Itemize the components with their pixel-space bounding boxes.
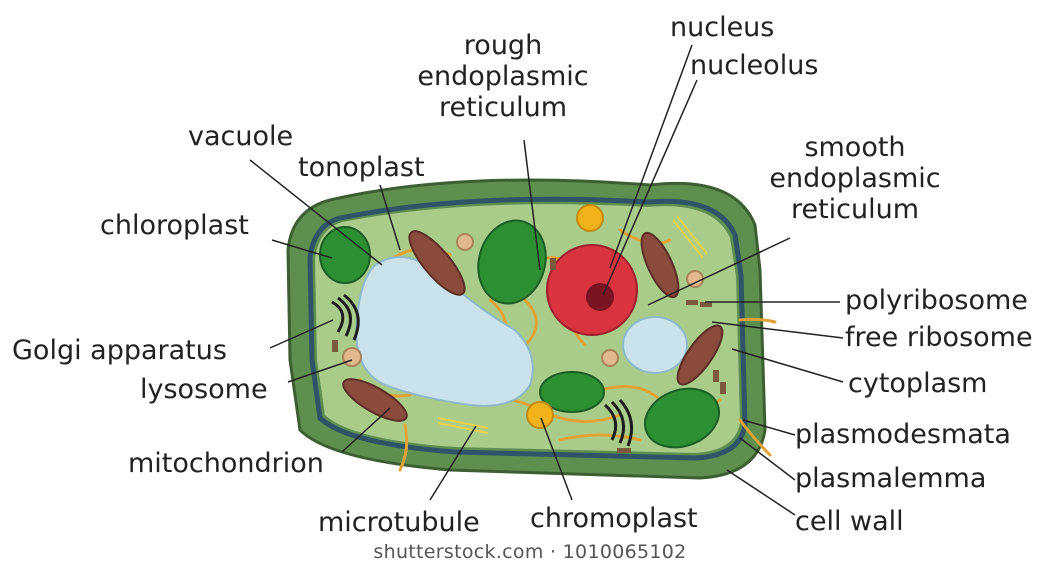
label-rough-er: rough endoplasmic reticulum	[398, 30, 608, 123]
label-polyribosome: polyribosome	[845, 285, 1028, 316]
label-free-ribosome: free ribosome	[845, 322, 1033, 353]
label-cytoplasm: cytoplasm	[848, 368, 987, 399]
label-smooth-er-line: smooth	[750, 132, 960, 163]
label-golgi: Golgi apparatus	[12, 335, 227, 366]
vesicle	[457, 234, 473, 250]
label-chloroplast: chloroplast	[100, 210, 249, 241]
vesicle	[687, 271, 703, 287]
label-microtubule: microtubule	[318, 507, 480, 538]
label-smooth-er-line: endoplasmic	[750, 163, 960, 194]
label-plasmalemma: plasmalemma	[795, 463, 986, 494]
label-lysosome: lysosome	[140, 374, 268, 405]
label-rough-er-line: endoplasmic	[398, 61, 608, 92]
chromoplast-top	[577, 205, 603, 231]
label-rough-er-line: rough	[398, 30, 608, 61]
small-vacuole	[623, 317, 687, 373]
chromoplast-bottom	[527, 402, 553, 428]
vesicle	[602, 350, 618, 366]
label-plasmodesmata: plasmodesmata	[795, 419, 1011, 450]
watermark: shutterstock.com · 1010065102	[0, 541, 1060, 563]
label-rough-er-line: reticulum	[398, 92, 608, 123]
label-vacuole: vacuole	[188, 121, 293, 152]
label-nucleus: nucleus	[670, 12, 774, 43]
nucleolus	[586, 283, 614, 311]
label-smooth-er: smooth endoplasmic reticulum	[750, 132, 960, 225]
lysosome	[343, 348, 361, 366]
label-mitochondrion: mitochondrion	[128, 448, 324, 479]
label-cell-wall: cell wall	[795, 506, 904, 537]
label-chromoplast: chromoplast	[530, 503, 698, 534]
label-nucleolus: nucleolus	[690, 50, 818, 81]
label-tonoplast: tonoplast	[298, 152, 425, 183]
label-smooth-er-line: reticulum	[750, 194, 960, 225]
